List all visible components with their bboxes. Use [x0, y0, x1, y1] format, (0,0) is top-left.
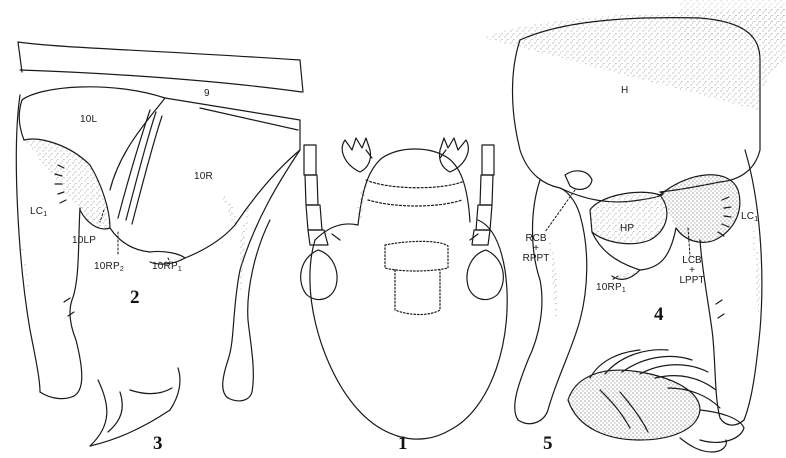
label-10rp1-fig4-sub: 1 [622, 287, 626, 294]
figure-number-3: 3 [153, 434, 163, 453]
label-hp: HP [620, 224, 634, 234]
label-lc1-fig4-sub: 1 [754, 216, 758, 223]
label-10rp2-sub: 2 [120, 266, 124, 273]
leader-rcb [545, 190, 575, 232]
label-lc1-fig2-sub: 1 [43, 211, 47, 218]
label-h: H [621, 86, 628, 96]
figure-number-5: 5 [543, 434, 553, 453]
label-10rp1-fig4: 10RP1 [596, 283, 626, 294]
label-10r: 10R [194, 172, 213, 182]
label-lppt: LPPT [674, 276, 710, 286]
label-10rp1-fig2: 10RP1 [152, 262, 182, 273]
figure-number-2: 2 [130, 288, 140, 307]
figure-1-drawing [301, 138, 508, 439]
figure-3-drawing [90, 368, 180, 446]
label-rppt: RPPT [518, 254, 554, 264]
label-lc1-fig2: LC1 [30, 207, 47, 218]
label-lc1-fig4: LC1 [741, 212, 758, 223]
figure-number-4: 4 [654, 305, 664, 324]
label-10rp1-fig2-sub: 1 [178, 266, 182, 273]
label-9: 9 [204, 89, 210, 99]
figure-2-drawing [16, 42, 303, 401]
label-10rp1-fig2-text: 10RP [152, 261, 178, 272]
label-lc1-fig4-text: LC [741, 211, 754, 222]
label-10l: 10L [80, 115, 97, 125]
label-10rp2: 10RP2 [94, 262, 124, 273]
label-10lp: 10LP [72, 236, 96, 246]
label-lcb-lppt: LCB + LPPT [674, 256, 710, 286]
label-10rp1-fig4-text: 10RP [596, 282, 622, 293]
label-10rp2-text: 10RP [94, 261, 120, 272]
label-rcb-rppt: RCB + RPPT [518, 234, 554, 264]
label-lc1-fig2-text: LC [30, 206, 43, 217]
figure-number-1: 1 [398, 434, 408, 453]
